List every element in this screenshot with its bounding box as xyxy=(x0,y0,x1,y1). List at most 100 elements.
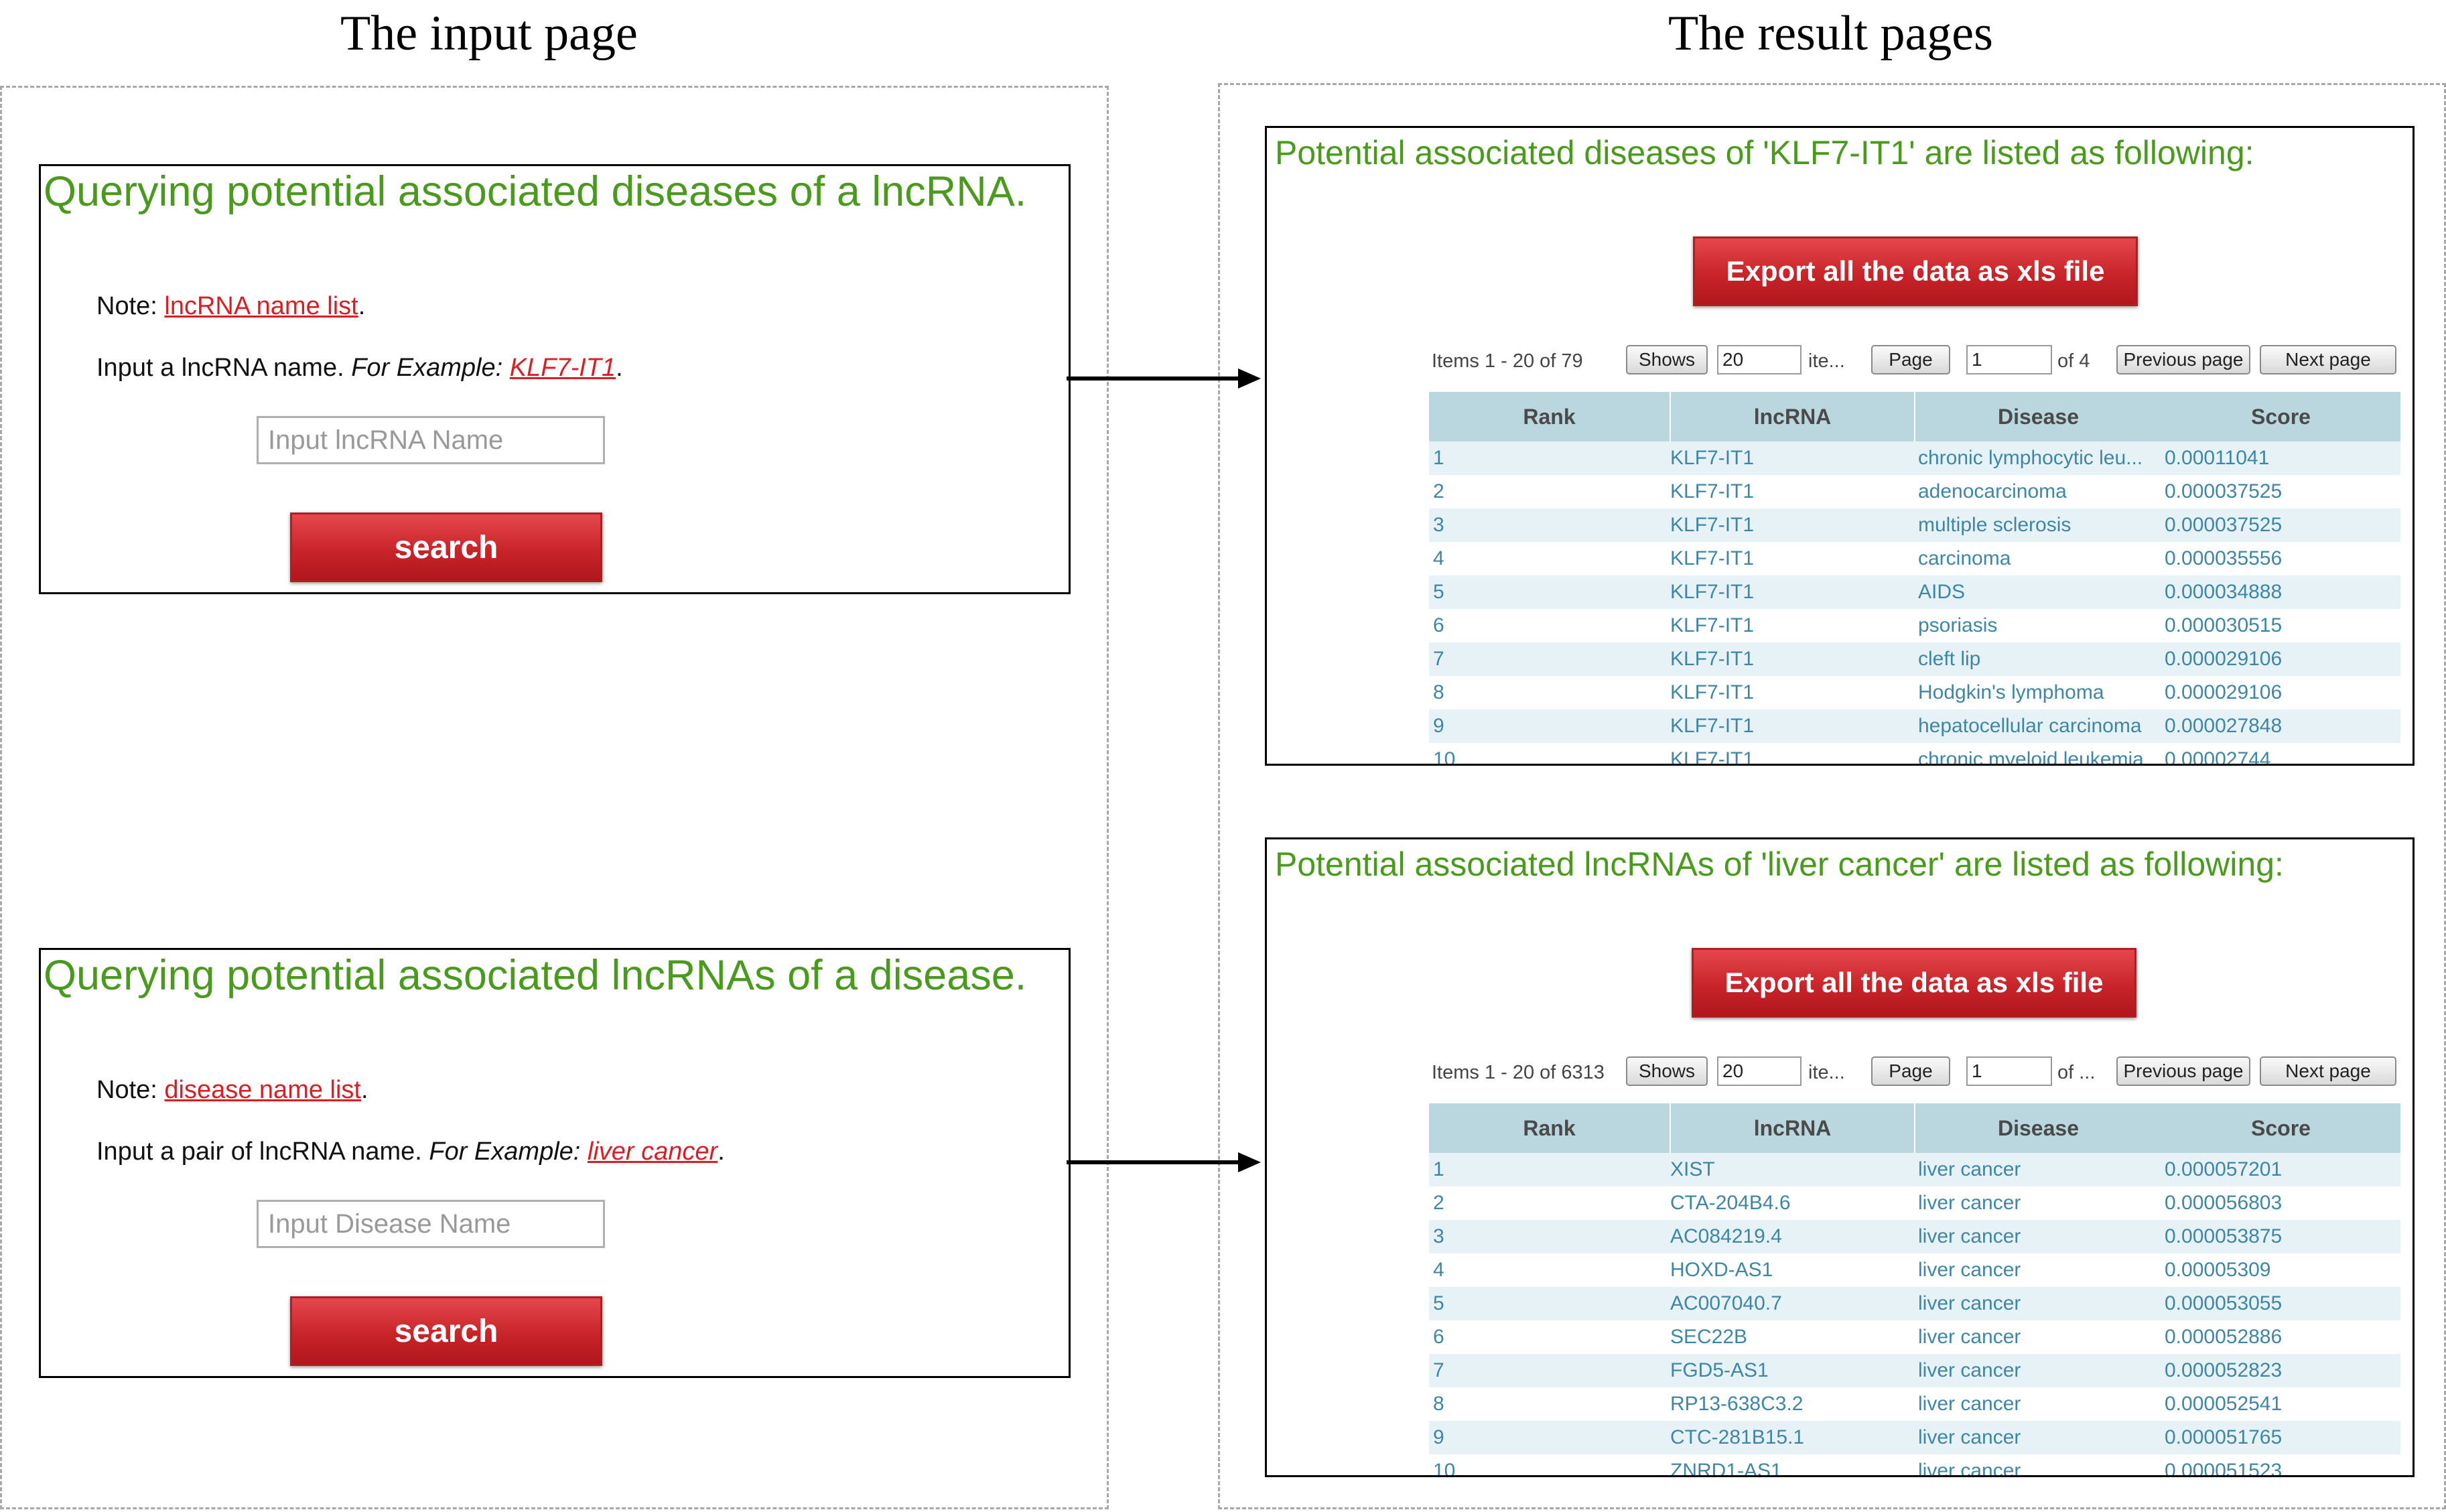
note-line: Note: lncRNA name list. xyxy=(96,292,365,321)
rank-cell: 3 xyxy=(1433,1225,1444,1247)
pager: Items 1 - 20 of 6313 Shows ite... Page o… xyxy=(1429,1052,2400,1091)
score-cell: 0.000029106 xyxy=(2165,648,2283,670)
disease-cell: cleft lip xyxy=(1918,648,1981,670)
disease-cell: adenocarcinoma xyxy=(1918,480,2067,502)
disease-cell: AIDS xyxy=(1918,581,1966,603)
score-cell: 0.00002744 xyxy=(2165,748,2271,766)
note-suffix: . xyxy=(360,1076,368,1104)
previous-page-button[interactable]: Previous page xyxy=(2116,345,2250,374)
column-header-rank[interactable]: Rank xyxy=(1523,1115,1576,1140)
lncrna-cell: FGD5-AS1 xyxy=(1670,1359,1769,1381)
rank-cell: 8 xyxy=(1433,681,1444,703)
next-page-button[interactable]: Next page xyxy=(2260,345,2396,374)
note-suffix: . xyxy=(358,292,366,320)
page-button[interactable]: Page xyxy=(1871,1056,1950,1086)
score-cell: 0.000053055 xyxy=(2165,1292,2283,1314)
disease-cell: hepatocellular carcinoma xyxy=(1918,715,2142,737)
panel-title: Querying potential associated diseases o… xyxy=(44,168,1027,215)
rank-cell: 4 xyxy=(1433,1259,1444,1281)
results-table: Items 1 - 20 of 6313 Shows ite... Page o… xyxy=(1429,1052,2400,1477)
lncrna-cell: XIST xyxy=(1670,1158,1715,1180)
disease-cell: liver cancer xyxy=(1918,1192,2021,1214)
example-link-text: KLF7-IT1 xyxy=(509,354,616,382)
disease-cell: liver cancer xyxy=(1918,1426,2021,1448)
instruction-text: Input a lncRNA name. xyxy=(96,354,352,382)
rank-cell: 5 xyxy=(1433,581,1444,603)
next-page-button[interactable]: Next page xyxy=(2260,1056,2396,1086)
lncrna-cell: KLF7-IT1 xyxy=(1670,514,1755,536)
rank-cell: 10 xyxy=(1433,748,1456,766)
shows-button[interactable]: Shows xyxy=(1626,345,1708,374)
table-row[interactable]: 7 KLF7-IT1 cleft lip 0.000029106 xyxy=(1429,642,2400,676)
score-cell: 0.000052886 xyxy=(2165,1326,2283,1348)
example-link[interactable]: KLF7-IT1 xyxy=(510,354,616,382)
disease-cell: liver cancer xyxy=(1918,1326,2021,1348)
score-cell: 0.000057201 xyxy=(2165,1158,2283,1180)
previous-page-button[interactable]: Previous page xyxy=(2116,1056,2250,1086)
search-button[interactable]: search xyxy=(290,512,602,582)
disease-query-panel: Querying potential associated lncRNAs of… xyxy=(39,948,1071,1378)
note-line: Note: disease name list. xyxy=(96,1076,368,1105)
lncrna-name-input[interactable] xyxy=(257,416,605,464)
page-size-input[interactable] xyxy=(1717,1056,1802,1086)
disease-name-list-link[interactable]: disease name list xyxy=(164,1076,361,1104)
column-header-rank[interactable]: Rank xyxy=(1523,404,1576,429)
column-header-disease[interactable]: Disease xyxy=(1998,404,2079,429)
rank-cell: 3 xyxy=(1433,514,1444,536)
rank-cell: 7 xyxy=(1433,648,1444,670)
export-xls-button[interactable]: Export all the data as xls file xyxy=(1692,948,2136,1018)
note-label: Note: xyxy=(96,292,165,320)
note-label: Note: xyxy=(96,1076,165,1104)
column-header-lncrna[interactable]: lncRNA xyxy=(1670,392,1915,441)
score-cell: 0.000052823 xyxy=(2165,1359,2283,1381)
lncrna-name-list-link[interactable]: lncRNA name list xyxy=(164,292,358,320)
lncrna-results-panel: Potential associated lncRNAs of 'liver c… xyxy=(1265,837,2415,1477)
lncrna-cell: KLF7-IT1 xyxy=(1670,581,1755,603)
page-number-input[interactable] xyxy=(1966,345,2052,374)
page-number-input[interactable] xyxy=(1966,1056,2052,1086)
disease-name-input[interactable] xyxy=(257,1200,605,1248)
lncrna-cell: AC007040.7 xyxy=(1670,1292,1782,1314)
result-pages-heading: The result pages xyxy=(1668,6,1993,61)
disease-cell: liver cancer xyxy=(1918,1225,2021,1247)
page-button[interactable]: Page xyxy=(1871,345,1950,374)
score-cell: 0.000035556 xyxy=(2165,547,2283,569)
instruction-line: Input a pair of lncRNA name. For Example… xyxy=(96,1138,725,1166)
shows-button[interactable]: Shows xyxy=(1626,1056,1708,1086)
lncrna-cell: CTA-204B4.6 xyxy=(1670,1192,1791,1214)
rank-cell: 5 xyxy=(1433,1292,1444,1314)
page-size-input[interactable] xyxy=(1717,345,1802,374)
disease-cell: chronic lymphocytic leu... xyxy=(1918,447,2143,469)
example-link[interactable]: liver cancer xyxy=(588,1138,718,1166)
column-header-score[interactable]: Score xyxy=(2251,404,2311,429)
search-button[interactable]: search xyxy=(290,1296,602,1366)
rank-cell: 8 xyxy=(1433,1393,1444,1415)
rank-cell: 2 xyxy=(1433,1192,1444,1214)
rank-cell: 10 xyxy=(1433,1460,1456,1477)
column-header-lncrna[interactable]: lncRNA xyxy=(1670,1103,1915,1153)
lncrna-cell: KLF7-IT1 xyxy=(1670,648,1755,670)
results-title: Potential associated diseases of 'KLF7-I… xyxy=(1275,134,2254,171)
column-header-disease[interactable]: Disease xyxy=(1998,1115,2079,1140)
column-header-score[interactable]: Score xyxy=(2251,1115,2311,1140)
export-xls-button[interactable]: Export all the data as xls file xyxy=(1693,236,2138,306)
